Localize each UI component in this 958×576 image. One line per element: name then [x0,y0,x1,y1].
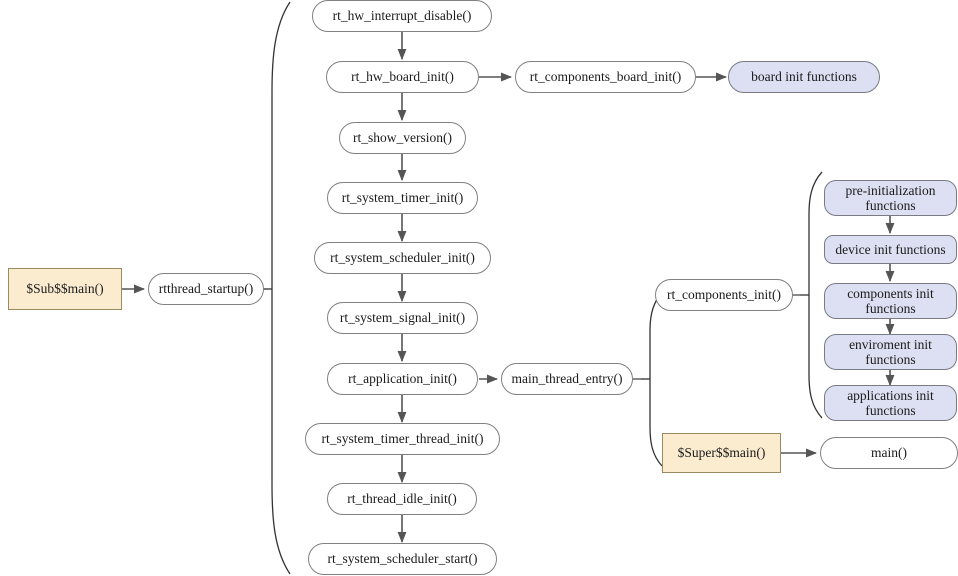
node-rt-components-board-init[interactable]: rt_components_board_init() [515,61,696,93]
node-label: components init functions [847,285,934,316]
node-main-thread-entry[interactable]: main_thread_entry() [501,363,633,395]
node-sub-main[interactable]: $Sub$$main() [8,268,122,310]
node-rt-thread-idle-init[interactable]: rt_thread_idle_init() [327,483,477,515]
node-rt-system-timer-init[interactable]: rt_system_timer_init() [327,182,478,214]
node-label: device init functions [835,241,946,257]
node-label: rtthread_startup() [158,281,254,297]
node-label: rt_system_timer_thread_init() [321,431,484,447]
node-label: rt_system_timer_init() [341,190,464,206]
node-board-init-functions[interactable]: board init functions [728,61,880,93]
node-label: applications init functions [847,387,934,418]
node-rtthread-startup[interactable]: rtthread_startup() [148,273,264,305]
node-rt-system-timer-thread-init[interactable]: rt_system_timer_thread_init() [305,423,500,455]
node-label: rt_components_init() [667,287,781,303]
node-label: $Super$$main() [677,445,766,461]
node-label: rt_show_version() [353,130,452,146]
node-label: rt_components_board_init() [529,69,682,85]
node-pre-initialization-functions[interactable]: pre-initialization functions [824,180,957,216]
node-label: rt_system_signal_init() [339,310,466,326]
node-components-init-functions[interactable]: components init functions [824,283,957,319]
node-label: rt_system_scheduler_init() [330,250,475,266]
node-rt-system-scheduler-start[interactable]: rt_system_scheduler_start() [308,543,497,575]
node-label: board init functions [751,69,857,85]
node-rt-hw-board-init[interactable]: rt_hw_board_init() [326,61,479,93]
node-label: main() [871,445,907,461]
node-super-main[interactable]: $Super$$main() [662,433,781,473]
node-label: $Sub$$main() [26,281,104,297]
node-rt-components-init[interactable]: rt_components_init() [655,279,793,311]
node-device-init-functions[interactable]: device init functions [824,235,957,264]
node-label: rt_application_init() [348,371,457,387]
node-label: rt_thread_idle_init() [347,491,457,507]
node-label: rt_hw_board_init() [351,69,454,85]
node-applications-init-functions[interactable]: applications init functions [824,385,957,421]
node-rt-system-scheduler-init[interactable]: rt_system_scheduler_init() [314,242,491,274]
node-rt-hw-interrupt-disable[interactable]: rt_hw_interrupt_disable() [312,0,492,32]
node-label: rt_system_scheduler_start() [327,551,478,567]
node-rt-application-init[interactable]: rt_application_init() [327,363,478,395]
node-label: pre-initialization functions [845,182,936,213]
node-rt-show-version[interactable]: rt_show_version() [339,122,466,154]
node-main[interactable]: main() [820,437,958,469]
node-enviroment-init-functions[interactable]: enviroment init functions [824,334,957,370]
node-rt-system-signal-init[interactable]: rt_system_signal_init() [327,302,478,334]
node-label: main_thread_entry() [511,371,623,387]
node-label: enviroment init functions [849,336,932,367]
node-label: rt_hw_interrupt_disable() [332,8,472,24]
